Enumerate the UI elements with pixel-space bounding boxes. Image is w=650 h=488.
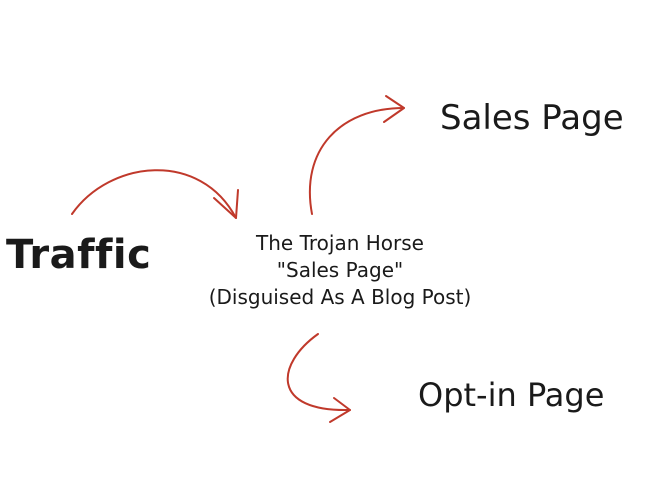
traffic-node: Traffic: [6, 232, 152, 278]
arrow-traffic-to-center: [71, 169, 237, 219]
arrow-center-to-sales: [308, 107, 405, 215]
trojan-horse-subtitle: "Sales Page": [276, 258, 404, 282]
optin-page-node: Opt-in Page: [418, 376, 605, 414]
sales-page-node: Sales Page: [440, 98, 624, 138]
arrow-traffic-to-center-head: [213, 189, 239, 219]
trojan-horse-node: The Trojan Horse "Sales Page" (Disguised…: [190, 230, 490, 311]
trojan-horse-title: The Trojan Horse: [256, 231, 424, 255]
arrow-center-to-optin-head: [329, 397, 351, 423]
trojan-horse-note: (Disguised As A Blog Post): [208, 285, 472, 309]
arrow-center-to-sales-head: [383, 95, 405, 123]
arrow-center-to-optin: [286, 333, 351, 412]
